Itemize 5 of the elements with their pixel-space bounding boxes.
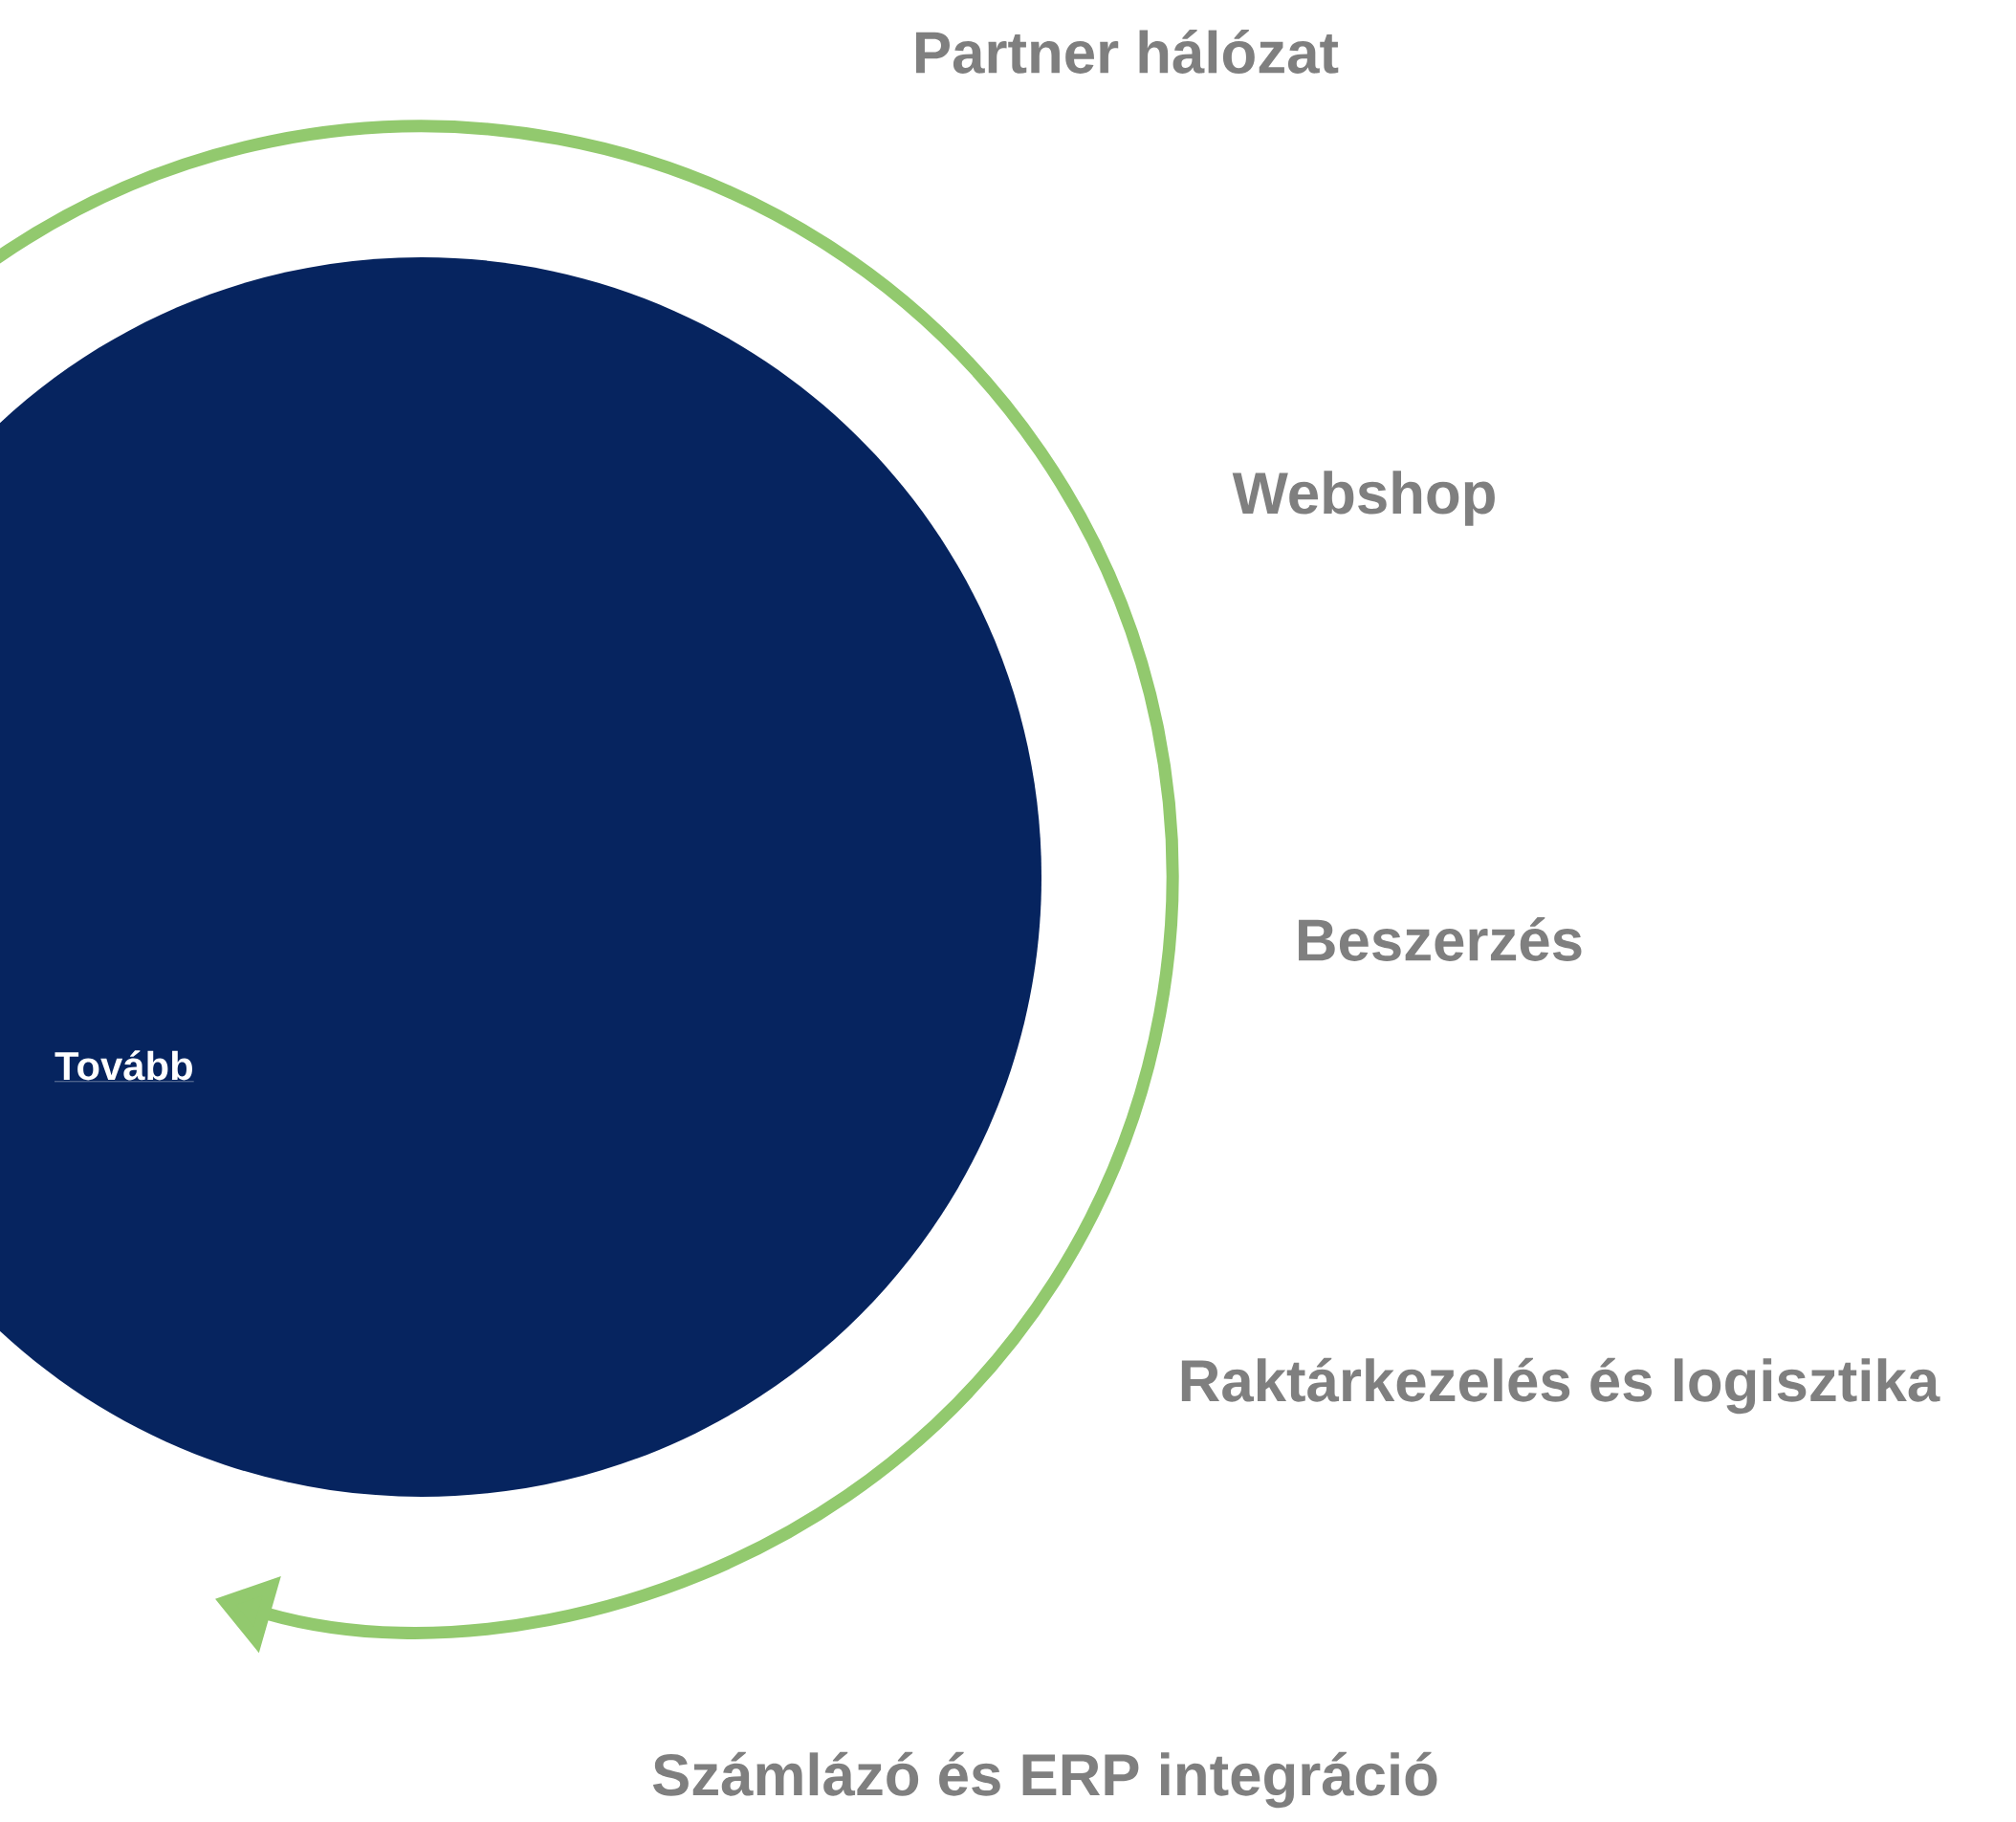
label: Partner hálózat xyxy=(916,30,1339,74)
label: Raktárkezelés és logisztika xyxy=(1181,1357,1940,1415)
label: Számlázó és ERP integráció xyxy=(652,1751,1437,1809)
label: Beszerzés xyxy=(1299,917,1582,961)
label: Webshop xyxy=(1232,471,1495,526)
